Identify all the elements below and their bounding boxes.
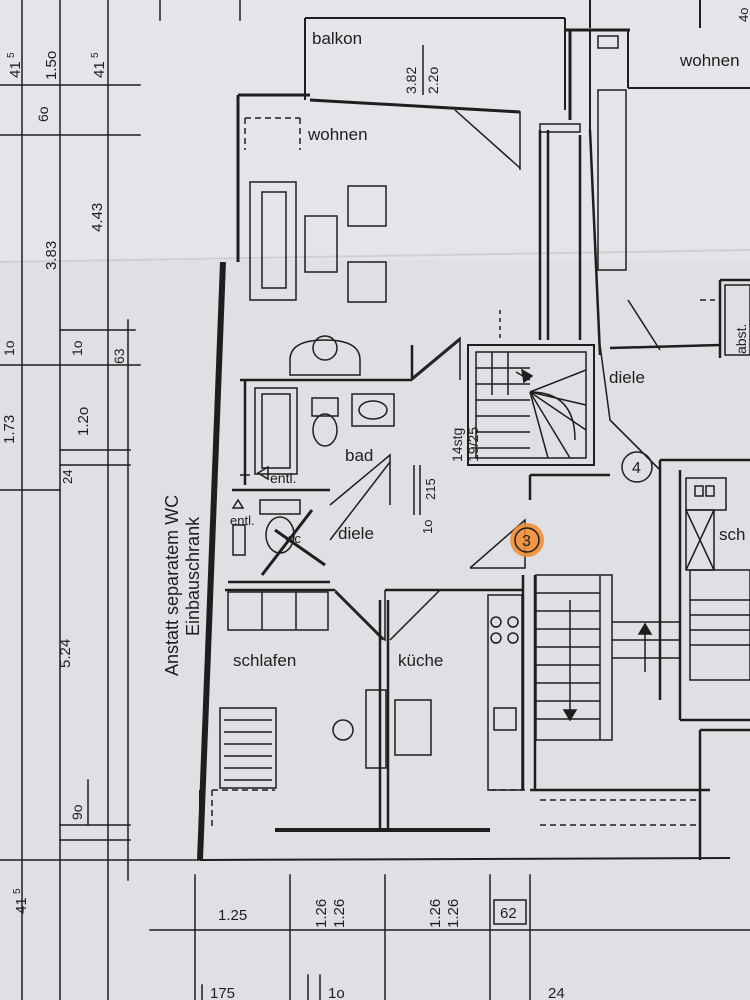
dim-left-1-2o: 1.2o	[75, 407, 92, 436]
dim-bottom-1-26-d: 1.26	[445, 899, 462, 928]
dim-left-top-3: 41	[91, 61, 108, 78]
apartment-4-circle	[621, 451, 653, 483]
dim-bottom-1-26-c: 1.26	[427, 899, 444, 928]
dim-top-right-4o: 4o	[736, 8, 750, 22]
diele-dim-ticks	[413, 465, 421, 515]
dim-bottom-1o: 1o	[328, 985, 345, 1000]
dim-left-top-2: 1.5o	[43, 51, 60, 80]
dim-left-9o: 9o	[69, 804, 85, 820]
room-label-balkon: balkon	[312, 29, 362, 48]
dim-left-1o-a: 1o	[1, 340, 17, 356]
dim-diele-215: 215	[423, 478, 438, 500]
room-label-sch: sch	[719, 525, 745, 544]
dim-left-63: 63	[111, 348, 127, 364]
annotation-stairs-steps: 14stg	[449, 428, 465, 462]
dim-bottom-1-26-b: 1.26	[331, 899, 348, 928]
annotation-entl-bath: entl.	[270, 470, 296, 486]
apartment-number-3: 3	[522, 533, 531, 550]
dim-left-1o-b: 1o	[69, 340, 85, 356]
annotation-wc: wc	[284, 531, 301, 546]
annotation-stairs-ratio: 19/25	[465, 427, 481, 462]
furniture	[219, 89, 750, 791]
dim-balkon-2-2o: 2.2o	[425, 67, 441, 94]
dim-left-4-43: 4.43	[89, 203, 106, 232]
dim-left-top-1-sup: 5	[6, 52, 17, 58]
room-label-diele-right: diele	[609, 368, 645, 387]
dim-left-top-1: 41	[7, 61, 24, 78]
apartment-3-circle	[514, 527, 540, 553]
apartment-number-4: 4	[632, 460, 641, 477]
vertical-note-einbauschrank: Einbauschrank	[183, 516, 203, 636]
room-label-abst: abst.	[733, 324, 749, 354]
dim-bottom-24: 24	[548, 985, 565, 1000]
dim-left-bottom-41-sup: 5	[12, 888, 23, 894]
room-label-diele: diele	[338, 524, 374, 543]
paper-fold-top	[0, 0, 750, 260]
dim-bottom-62: 62	[500, 905, 517, 922]
dim-62-box	[493, 899, 527, 925]
dim-left-6o: 6o	[35, 106, 51, 122]
dim-diele-1o: 1o	[420, 520, 435, 534]
room-label-kueche: küche	[398, 651, 443, 670]
room-label-schlafen: schlafen	[233, 651, 296, 670]
dim-left-3-83: 3.83	[43, 241, 60, 270]
interior-walls	[225, 129, 750, 860]
staircase-upper	[467, 310, 595, 466]
dim-left-1-73: 1.73	[1, 415, 18, 444]
dim-bottom-175: 175	[210, 985, 235, 1000]
vertical-note-wc: Anstatt separatem WC	[162, 495, 182, 676]
dim-left-top-3-sup: 5	[90, 52, 101, 58]
exterior-walls	[197, 0, 750, 861]
dim-balkon-3-82: 3.82	[403, 67, 419, 94]
room-label-bad: bad	[345, 446, 373, 465]
annotation-entl-wc: entl.	[230, 513, 255, 528]
dim-left-bottom-41: 41	[13, 897, 30, 914]
dim-bottom-1-25: 1.25	[218, 907, 247, 924]
room-label-wohnen-right: wohnen	[679, 51, 740, 70]
dim-left-24: 24	[60, 470, 75, 484]
staircase-lower	[535, 574, 680, 741]
paper-fold-line	[0, 249, 750, 263]
dim-left-5-24: 5.24	[57, 639, 74, 668]
room-label-wohnen: wohnen	[307, 125, 368, 144]
balcony-detail	[422, 35, 619, 133]
dim-bottom-1-26-a: 1.26	[313, 899, 330, 928]
